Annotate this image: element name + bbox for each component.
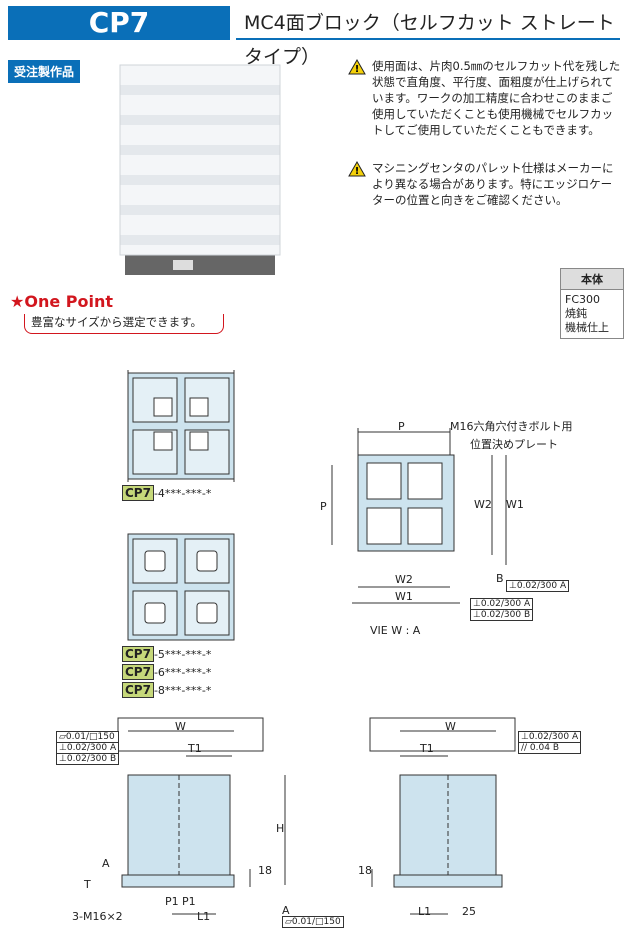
thread-label: 3-M16×2 xyxy=(72,910,123,923)
dim-w: W xyxy=(175,720,186,733)
model-label-8: CP7-8***-***-* xyxy=(122,682,211,698)
one-point-title: ★One Point xyxy=(10,292,113,311)
header: CP7 MC4面ブロック（セルフカット ストレートタイプ） xyxy=(0,0,630,68)
dim-p-side: P xyxy=(320,500,327,513)
spec-header: 本体 xyxy=(561,269,623,290)
dim-a: A xyxy=(102,857,110,870)
dim-t1-right: T1 xyxy=(420,742,434,755)
dim-w1-bottom: W1 xyxy=(395,590,413,603)
dim-25: 25 xyxy=(462,905,476,918)
dim-l1-right: L1 xyxy=(418,905,432,918)
bolt-label: M16六角穴付きボルト用 xyxy=(450,420,573,433)
tolerance-frame: ⊥0.02/300 A⊥0.02/300 B xyxy=(470,598,534,621)
dim-w1: W1 xyxy=(506,498,524,511)
datum-b: B xyxy=(496,572,504,585)
dim-w-right: W xyxy=(445,720,456,733)
spec-row: 焼鈍 xyxy=(565,307,587,320)
one-point-text: 豊富なサイズから選定できます。 xyxy=(24,314,224,334)
dim-w2: W2 xyxy=(474,498,492,511)
model-label-6: CP7-6***-***-* xyxy=(122,664,211,680)
dim-t: T xyxy=(84,878,91,891)
tolerance-frame: ▱0.01/□150 xyxy=(282,916,344,928)
spec-table: 本体 FC300 焼鈍 機械仕上 xyxy=(560,268,624,339)
dim-p1: P1 xyxy=(165,895,179,908)
product-code: CP7 xyxy=(8,6,230,40)
dim-p1b: P1 xyxy=(182,895,196,908)
spec-row: FC300 xyxy=(565,293,601,306)
model-label-4: CP7-4***-***-* xyxy=(122,485,211,501)
datum-a: A xyxy=(282,904,290,917)
note-pallet: ! マシニングセンタのパレット仕様はメーカーにより異なる場合があります。特にエッ… xyxy=(348,160,622,208)
dim-w2-bottom: W2 xyxy=(395,573,413,586)
dim-18: 18 xyxy=(258,864,272,877)
view-label: VIE W : A xyxy=(370,624,421,637)
tolerance-frame: ⊥0.02/300 A xyxy=(506,580,570,592)
dim-t1: T1 xyxy=(188,742,202,755)
product-photo xyxy=(119,64,281,275)
tolerance-frame: ▱0.01/□150⊥0.02/300 A⊥0.02/300 B xyxy=(56,731,120,765)
tolerance-frame: ⊥0.02/300 A// 0.04 B xyxy=(518,731,582,754)
dim-p: P xyxy=(398,420,405,433)
warning-icon: ! xyxy=(348,161,366,177)
svg-text:!: ! xyxy=(355,64,360,75)
plate-label: 位置決めプレート xyxy=(470,438,558,451)
spec-row: 機械仕上 xyxy=(565,321,609,334)
dim-l1: L1 xyxy=(197,910,211,923)
svg-text:!: ! xyxy=(355,166,360,177)
product-title: MC4面ブロック（セルフカット ストレートタイプ） xyxy=(236,6,620,68)
one-point: ★One Point 豊富なサイズから選定できます。 xyxy=(10,292,224,334)
dim-18-right: 18 xyxy=(358,864,372,877)
model-label-5: CP7-5***-***-* xyxy=(122,646,211,662)
dim-h: H xyxy=(276,822,285,835)
warning-icon: ! xyxy=(348,59,366,75)
made-to-order-badge: 受注製作品 xyxy=(8,60,81,83)
note-self-cut: ! 使用面は、片肉0.5㎜のセルフカット代を残した状態で直角度、平行度、面粗度が… xyxy=(348,58,622,138)
